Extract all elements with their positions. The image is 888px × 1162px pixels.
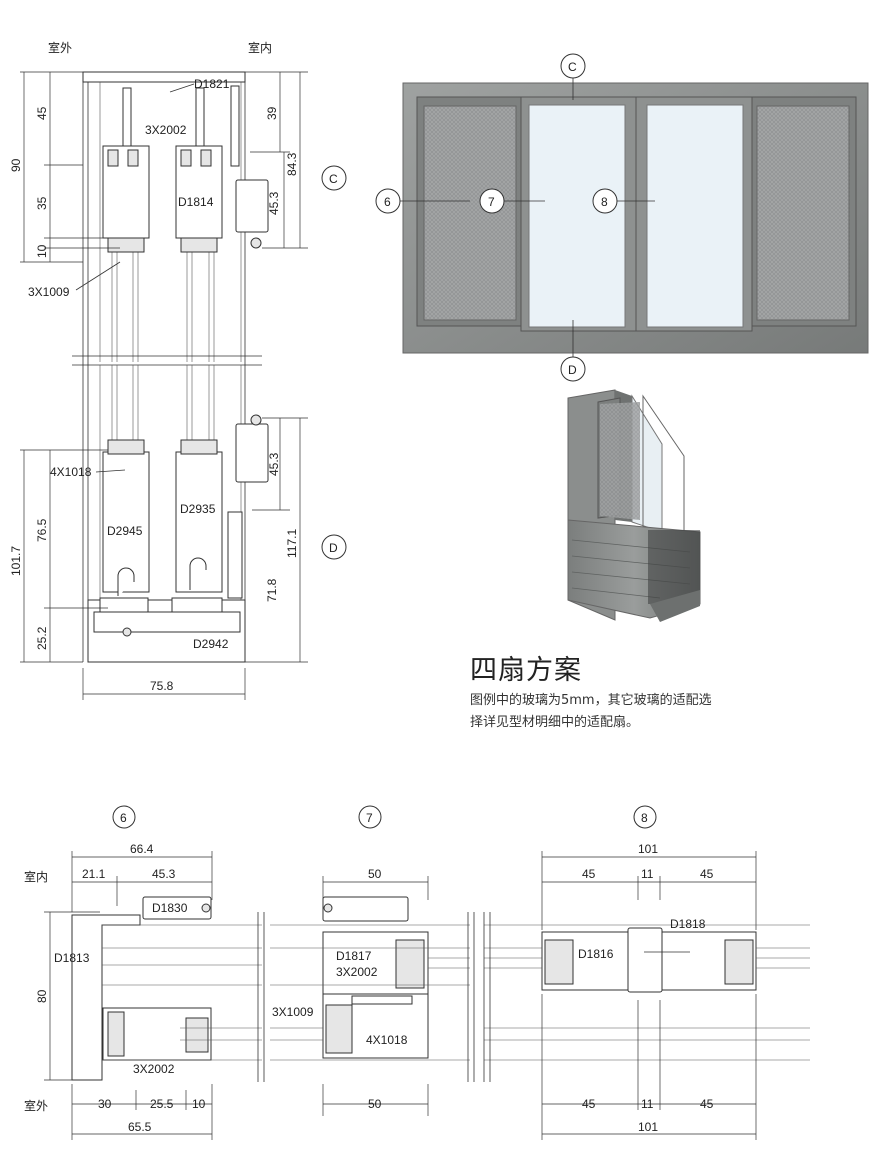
screen-panel-left (423, 105, 517, 321)
s6-dim-25-5: 25.5 (150, 1097, 174, 1111)
callout-7-elevation (479, 188, 505, 214)
dim-45-3-upper: 45.3 (267, 191, 281, 215)
callout-d-elevation (560, 356, 586, 382)
s6-dim-65-5: 65.5 (128, 1120, 152, 1134)
s6-dim-21-1: 21.1 (82, 867, 106, 881)
s8-dim-101-bottom: 101 (638, 1120, 658, 1134)
s8-dim-45-a: 45 (582, 867, 596, 881)
section-8: 8 101 45 11 45 D1818 D1816 (483, 805, 810, 1140)
dim-75-8: 75.8 (150, 679, 174, 693)
callout-d-elevation-label: D (568, 363, 577, 377)
s6-part-d1813: D1813 (54, 951, 90, 965)
s6-part-d1830: D1830 (152, 901, 188, 915)
part-4x1018: 4X1018 (50, 465, 92, 479)
s6-dim-10: 10 (192, 1097, 206, 1111)
part-d2935: D2935 (180, 502, 216, 516)
screen-panel-right (756, 105, 850, 321)
s8-dim-45-d: 45 (700, 1097, 714, 1111)
s6-dim-30: 30 (98, 1097, 112, 1111)
callout-d-section (321, 534, 347, 560)
glass-panel-right (646, 104, 744, 328)
dim-76-5: 76.5 (35, 518, 49, 542)
callout-8-elevation (592, 188, 618, 214)
callout-6-elevation-label: 6 (384, 195, 391, 209)
glass-panel-left (528, 104, 626, 328)
callout-c-elevation-label: C (568, 60, 577, 74)
dim-84-3: 84.3 (285, 152, 299, 176)
callout-c-elevation (560, 53, 586, 79)
callout-8-section (633, 805, 657, 829)
part-3x2002: 3X2002 (145, 123, 187, 137)
dim-90: 90 (9, 158, 23, 172)
s6-dim-45-3: 45.3 (152, 867, 176, 881)
s6-dim-66-4: 66.4 (130, 842, 154, 856)
s7-part-d1817: D1817 (336, 949, 372, 963)
dim-117-1: 117.1 (285, 529, 299, 558)
screen-profile-upper (235, 179, 269, 233)
callout-6-section-label: 6 (120, 811, 127, 825)
s7-part-4x1018: 4X1018 (366, 1033, 408, 1047)
s8-dim-45-c: 45 (582, 1097, 596, 1111)
scheme-note: 图例中的玻璃为5mm，其它玻璃的适配选择详见型材明细中的适配扇。 (470, 693, 712, 730)
s8-part-d1818: D1818 (670, 917, 706, 931)
label-indoor-s6: 室内 (24, 869, 48, 884)
s7-dim-50-bottom: 50 (368, 1097, 382, 1111)
s7-part-3x1009: 3X1009 (272, 1005, 314, 1019)
s7-dim-50-top: 50 (368, 867, 382, 881)
part-d1821: D1821 (194, 77, 230, 91)
s6-dim-80: 80 (35, 989, 49, 1003)
callout-c-section-label: C (329, 172, 338, 186)
dim-35: 35 (35, 196, 49, 210)
s8-dim-11-b: 11 (641, 1097, 654, 1111)
screen-profile-lower (235, 423, 269, 483)
s8-dim-101-top: 101 (638, 842, 658, 856)
callout-c-section (321, 165, 347, 191)
callout-8-section-label: 8 (641, 811, 648, 825)
s8-dim-11-a: 11 (641, 867, 654, 881)
label-outdoor-s6: 室外 (24, 1098, 48, 1113)
s7-part-3x2002: 3X2002 (336, 965, 378, 979)
callout-7-section-label: 7 (366, 811, 373, 825)
s8-dim-45-b: 45 (700, 867, 714, 881)
label-indoor-top: 室内 (248, 40, 272, 55)
dim-39: 39 (265, 106, 279, 120)
dim-45-3-lower: 45.3 (267, 452, 281, 476)
dim-101-7: 101.7 (9, 546, 23, 576)
s6-part-3x2002: 3X2002 (133, 1062, 175, 1076)
dim-71-8: 71.8 (265, 578, 279, 602)
label-outdoor-top: 室外 (48, 40, 72, 55)
part-d1814: D1814 (178, 195, 214, 209)
section-6: 6 室内 室外 66.4 21.1 45.3 80 D1830 D1813 (24, 805, 265, 1140)
callout-6-elevation (375, 188, 401, 214)
callout-8-elevation-label: 8 (601, 195, 608, 209)
dim-45: 45 (35, 106, 49, 120)
callout-d-section-label: D (329, 541, 338, 555)
dim-10: 10 (35, 244, 49, 258)
section-7: 7 50 D1817 3X2002 3X1009 4X1018 50 (270, 805, 475, 1116)
part-3x1009: 3X1009 (28, 285, 70, 299)
profile-3d-render (567, 389, 701, 622)
scheme-title: 四扇方案 (470, 655, 582, 686)
callout-7-elevation-label: 7 (488, 195, 495, 209)
callout-6-section (112, 805, 136, 829)
callout-7-section (358, 805, 382, 829)
window-elevation: C D 6 7 8 (375, 53, 869, 382)
part-d2942: D2942 (193, 637, 229, 651)
part-d2945: D2945 (107, 524, 143, 538)
dim-25-2: 25.2 (35, 626, 49, 650)
s8-part-d1816: D1816 (578, 947, 614, 961)
section-cd: 室外 室内 (9, 40, 347, 700)
